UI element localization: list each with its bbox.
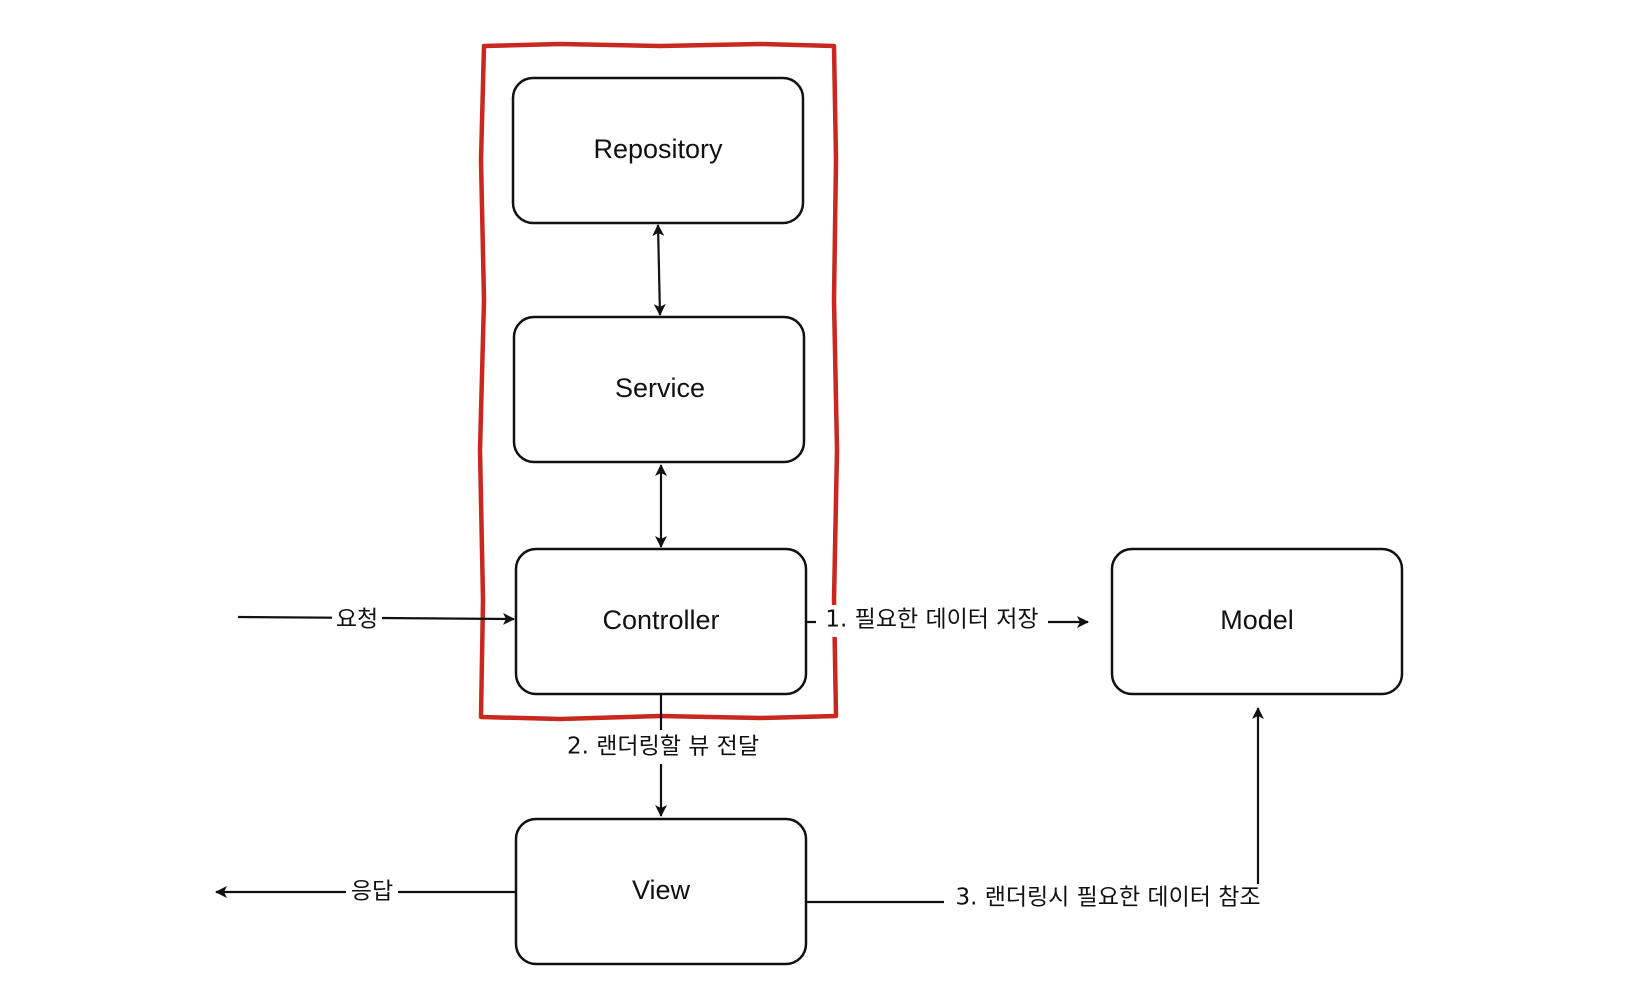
response-label-bg bbox=[346, 876, 398, 908]
save-data-label: 1. 필요한 데이터 저장 bbox=[825, 607, 1038, 633]
save-data-label-bg bbox=[816, 605, 1048, 637]
repository-service-arrow bbox=[652, 224, 666, 316]
view-label: View bbox=[632, 875, 691, 905]
view-node: View bbox=[514, 817, 808, 966]
layer-highlight-frame bbox=[477, 41, 840, 722]
request-label: 요청 bbox=[336, 607, 378, 633]
model-label: Model bbox=[1220, 605, 1294, 635]
reference-data-label: 3. 랜더링시 필요한 데이터 참조 bbox=[955, 885, 1260, 911]
pass-view-label: 2. 랜더링할 뷰 전달 bbox=[567, 734, 759, 760]
request-label-bg bbox=[332, 603, 382, 635]
reference-data-label-bg bbox=[944, 884, 1274, 918]
service-node: Service bbox=[512, 315, 806, 464]
model-node: Model bbox=[1110, 547, 1404, 696]
reference-data-arrow bbox=[806, 707, 1264, 904]
controller-node: Controller bbox=[514, 547, 808, 696]
pass-view-label-bg bbox=[558, 730, 768, 764]
service-label: Service bbox=[615, 373, 705, 403]
response-label: 응답 bbox=[351, 879, 393, 905]
controller-label: Controller bbox=[602, 605, 719, 635]
repository-node: Repository bbox=[511, 76, 805, 225]
repository-label: Repository bbox=[593, 134, 723, 164]
